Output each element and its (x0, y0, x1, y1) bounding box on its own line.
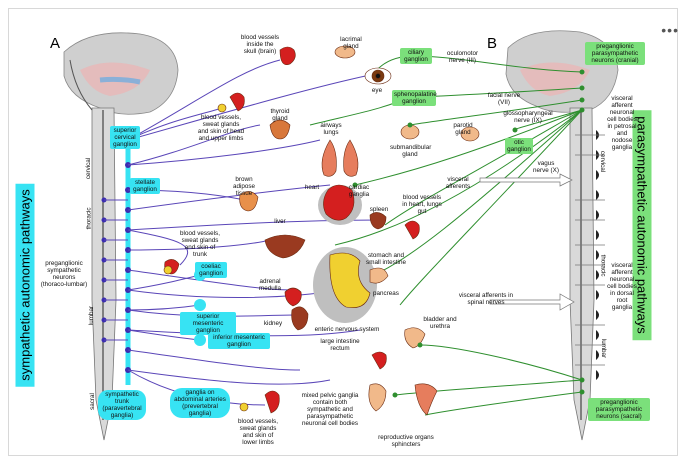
region-sacral-left: sacral (88, 393, 96, 410)
label-visceral-afferents: visceral afferents (445, 176, 471, 190)
label-superior-mesenteric-ganglion: superior mesenteric ganglion (180, 312, 236, 335)
label-sphenopalatine-ganglion: sphenopalatine ganglion (392, 90, 437, 106)
more-horizontal-icon[interactable]: ••• (661, 22, 679, 38)
label-lacrimal-gland: lacrimal gland (340, 36, 362, 50)
parasympathetic-fibers (309, 55, 583, 416)
label-sympathetic-trunk: sympathetic trunk (paravertebral ganglia… (98, 390, 146, 420)
label-prevertebral-ganglia: ganglia on abdominal arteries (preverteb… (170, 388, 230, 418)
label-large-intestine: large intestine rectum (320, 338, 360, 352)
label-spleen: spleen (369, 206, 389, 213)
label-glossopharyngeal-nerve: glossopharyngeal nerve (IX) (503, 110, 553, 124)
label-enteric-nervous-system: enteric nervous system (314, 326, 380, 333)
label-visceral-afferent-spinal: visceral afferent neuronal cell bodies i… (607, 262, 637, 311)
label-mixed-pelvic-ganglia: mixed pelvic ganglia contain both sympat… (301, 392, 359, 427)
label-superior-cervical-ganglion: superior cervical ganglion (110, 126, 140, 149)
label-bv-skull: blood vessels inside the skull (brain) (240, 34, 280, 55)
label-submandibular-gland: submandibular gland (390, 144, 432, 158)
label-airways-lungs: airways lungs (320, 122, 342, 136)
label-bv-lower-limbs: blood vessels, sweat glands and skin of … (238, 418, 278, 446)
panel-label-a: A (50, 35, 61, 52)
sympathetic-fibers (104, 59, 381, 406)
sympathetic-title: sympathetic autonomic pathways (13, 160, 37, 410)
label-cardiac-ganglia: cardiac ganglia (348, 184, 370, 198)
label-eye: eye (371, 87, 383, 94)
region-thoracic-left: thoracic (85, 207, 93, 230)
label-adrenal-medulla: adrenal medulla (258, 278, 282, 292)
right-spinal-cord (569, 69, 599, 441)
label-bv-head: blood vessels, sweat glands and skin of … (197, 114, 245, 142)
visceral-afferent-arrows (479, 134, 605, 366)
label-vagus-nerve: vagus nerve (X) (533, 160, 559, 174)
label-stellate-ganglion: stellate ganglion (130, 178, 160, 194)
left-brain-illustration (63, 32, 179, 115)
label-pancreas: pancreas (373, 290, 399, 297)
label-kidney: kidney (263, 320, 283, 327)
organs (163, 45, 480, 416)
label-preganglionic-sympathetic: preganglionic sympathetic neurons (thora… (40, 260, 88, 288)
label-facial-nerve: facial nerve (VII) (487, 92, 521, 106)
label-visceral-afferent-cranial: visceral afferent neuronal cell bodies i… (607, 95, 637, 151)
label-bv-trunk: blood vessels, sweat glands and skin of … (180, 230, 220, 258)
label-liver: liver (274, 218, 286, 225)
region-lumbar-right: lumbar (600, 338, 608, 359)
label-preganglionic-cranial: preganglionic parasympathetic neurons (c… (585, 42, 645, 65)
label-thyroid-gland: thyroid gland (270, 108, 290, 122)
label-stomach: stomach and small intestine (366, 252, 406, 266)
panel-label-b: B (487, 35, 498, 52)
label-ciliary-ganglion: ciliary ganglion (400, 48, 432, 64)
label-brown-adipose: brown adipose tissue (232, 176, 256, 197)
label-parotid-gland: parotid gland (453, 122, 473, 136)
label-heart: heart (304, 184, 320, 191)
label-bv-heart: blood vessels in heart, lungs gut (402, 194, 442, 215)
label-coeliac-ganglion: coeliac ganglion (195, 262, 227, 278)
region-cervical-right: cervical (599, 150, 607, 173)
label-oculomotor-nerve: oculomotor nerve (III) (446, 50, 479, 64)
label-visceral-afferents-spinal: visceral afferents in spinal nerves (458, 292, 514, 306)
label-inferior-mesenteric-ganglion: inferior mesenteric ganglion (208, 333, 270, 349)
left-spinal-cord (69, 59, 117, 441)
label-reproductive-organs: reproductive organs sphincters (378, 434, 434, 448)
label-otic-ganglion: otic ganglion (505, 138, 533, 154)
region-lumbar-left: lumbar (88, 305, 96, 326)
label-preganglionic-sacral: preganglionic parasympathetic neurons (s… (588, 398, 650, 421)
label-bladder: bladder and urethra (423, 316, 457, 330)
region-cervical-left: cervical (85, 157, 93, 180)
